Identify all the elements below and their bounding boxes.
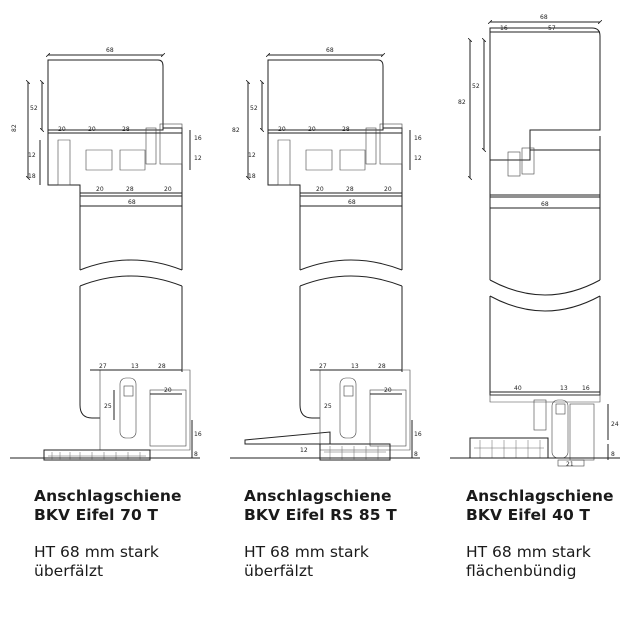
panel-3-caption: Anschlagschiene BKV Eifel 40 T HT 68 mm …	[466, 487, 626, 581]
dim-top-width: 68	[326, 47, 334, 54]
dim-row1-a: 20	[58, 126, 66, 133]
dim-low-right: 20	[384, 387, 392, 394]
dim-row3-a: 40	[514, 385, 522, 392]
dim-top-width: 68	[540, 14, 548, 21]
dim-right-a: 16	[194, 135, 202, 142]
panel-2-desc-line2: überfälzt	[244, 562, 314, 580]
panel-1-caption: Anschlagschiene BKV Eifel 70 T HT 68 mm …	[34, 487, 234, 581]
dim-inner-height: 52	[30, 105, 38, 112]
dim-side-b: 18	[248, 173, 256, 180]
panel-3-title-line2: BKV Eifel 40 T	[466, 506, 591, 524]
dim-row1-b: 20	[308, 126, 316, 133]
dim-row1-c: 28	[122, 126, 130, 133]
dim-sill-tail: 8	[414, 451, 418, 458]
dim-row2-b: 28	[126, 186, 134, 193]
dim-row2-c: 20	[164, 186, 172, 193]
dim-side-a: 12	[28, 152, 36, 159]
dim-inner-height: 52	[472, 83, 480, 90]
dim-left-height: 82	[458, 99, 466, 106]
panel-2-title-line2: BKV Eifel RS 85 T	[244, 506, 397, 524]
panel-1-dimensions: 68 82 52 20 20 28 12 18 16 12 20 28 20 6…	[11, 47, 202, 458]
dim-top-a: 16	[500, 25, 508, 32]
dim-inner-height: 52	[250, 105, 258, 112]
panel-3-desc-line1: HT 68 mm stark	[466, 543, 591, 561]
dim-sill-right: 16	[194, 431, 202, 438]
dim-row1-c: 28	[342, 126, 350, 133]
panel-1-drawing	[10, 55, 200, 461]
panel-2-drawing	[230, 55, 420, 461]
panel-1-desc-line2: überfälzt	[34, 562, 104, 580]
dim-row3-c: 16	[582, 385, 590, 392]
dim-right-b: 12	[194, 155, 202, 162]
dim-sill-right: 16	[414, 431, 422, 438]
dim-base: 21	[566, 461, 574, 468]
dim-left-height: 82	[11, 124, 18, 132]
dim-row3-b: 13	[351, 363, 359, 370]
dim-row3-b: 13	[560, 385, 568, 392]
dim-bottom-width: 68	[348, 199, 356, 206]
dim-row2-c: 20	[384, 186, 392, 193]
technical-drawing: 68 82 52 20 20 28 12 18 16 12 20 28 20 6…	[10, 14, 620, 468]
dim-row3-b: 13	[131, 363, 139, 370]
panel-1-title-line1: Anschlagschiene	[34, 487, 182, 505]
panel-2-desc-line1: HT 68 mm stark	[244, 543, 369, 561]
panel-2-caption: Anschlagschiene BKV Eifel RS 85 T HT 68 …	[244, 487, 444, 581]
dim-side-b: 18	[28, 173, 36, 180]
dim-left-height: 82	[232, 127, 240, 134]
panel-3-desc-line2: flächenbündig	[466, 562, 577, 580]
dim-top-b: 57	[548, 25, 556, 32]
dim-low-left: 25	[104, 403, 112, 410]
dim-row3-a: 27	[99, 363, 107, 370]
dim-side-a: 12	[248, 152, 256, 159]
panel-3-dimensions: 68 82 52 16 57 68 40 13 16 24 8 21	[458, 14, 619, 468]
dim-row2-b: 28	[346, 186, 354, 193]
panel-2-title-line1: Anschlagschiene	[244, 487, 392, 505]
dim-sill-left: 12	[300, 447, 308, 454]
panel-1-desc-line1: HT 68 mm stark	[34, 543, 159, 561]
dim-mid-width: 68	[541, 201, 549, 208]
dim-right-a: 16	[414, 135, 422, 142]
dim-row3-a: 27	[319, 363, 327, 370]
dim-row2-a: 20	[316, 186, 324, 193]
dim-top-width: 68	[106, 47, 114, 54]
panel-3-title-line1: Anschlagschiene	[466, 487, 614, 505]
dim-row3-c: 28	[158, 363, 166, 370]
dim-row3-c: 28	[378, 363, 386, 370]
dim-bottom-width: 68	[128, 199, 136, 206]
dim-sill-tail: 8	[611, 451, 615, 458]
dim-row2-a: 20	[96, 186, 104, 193]
dim-row1-a: 20	[278, 126, 286, 133]
dim-low-right: 20	[164, 387, 172, 394]
dim-low-right: 24	[611, 421, 619, 428]
dim-right-b: 12	[414, 155, 422, 162]
dim-sill-tail: 8	[194, 451, 198, 458]
dim-row1-b: 20	[88, 126, 96, 133]
panel-2-dimensions: 68 82 52 20 20 28 12 18 16 12 20 28 20 6…	[232, 47, 422, 458]
panel-3-drawing	[450, 22, 620, 467]
panel-1-title-line2: BKV Eifel 70 T	[34, 506, 159, 524]
dim-low-left: 25	[324, 403, 332, 410]
